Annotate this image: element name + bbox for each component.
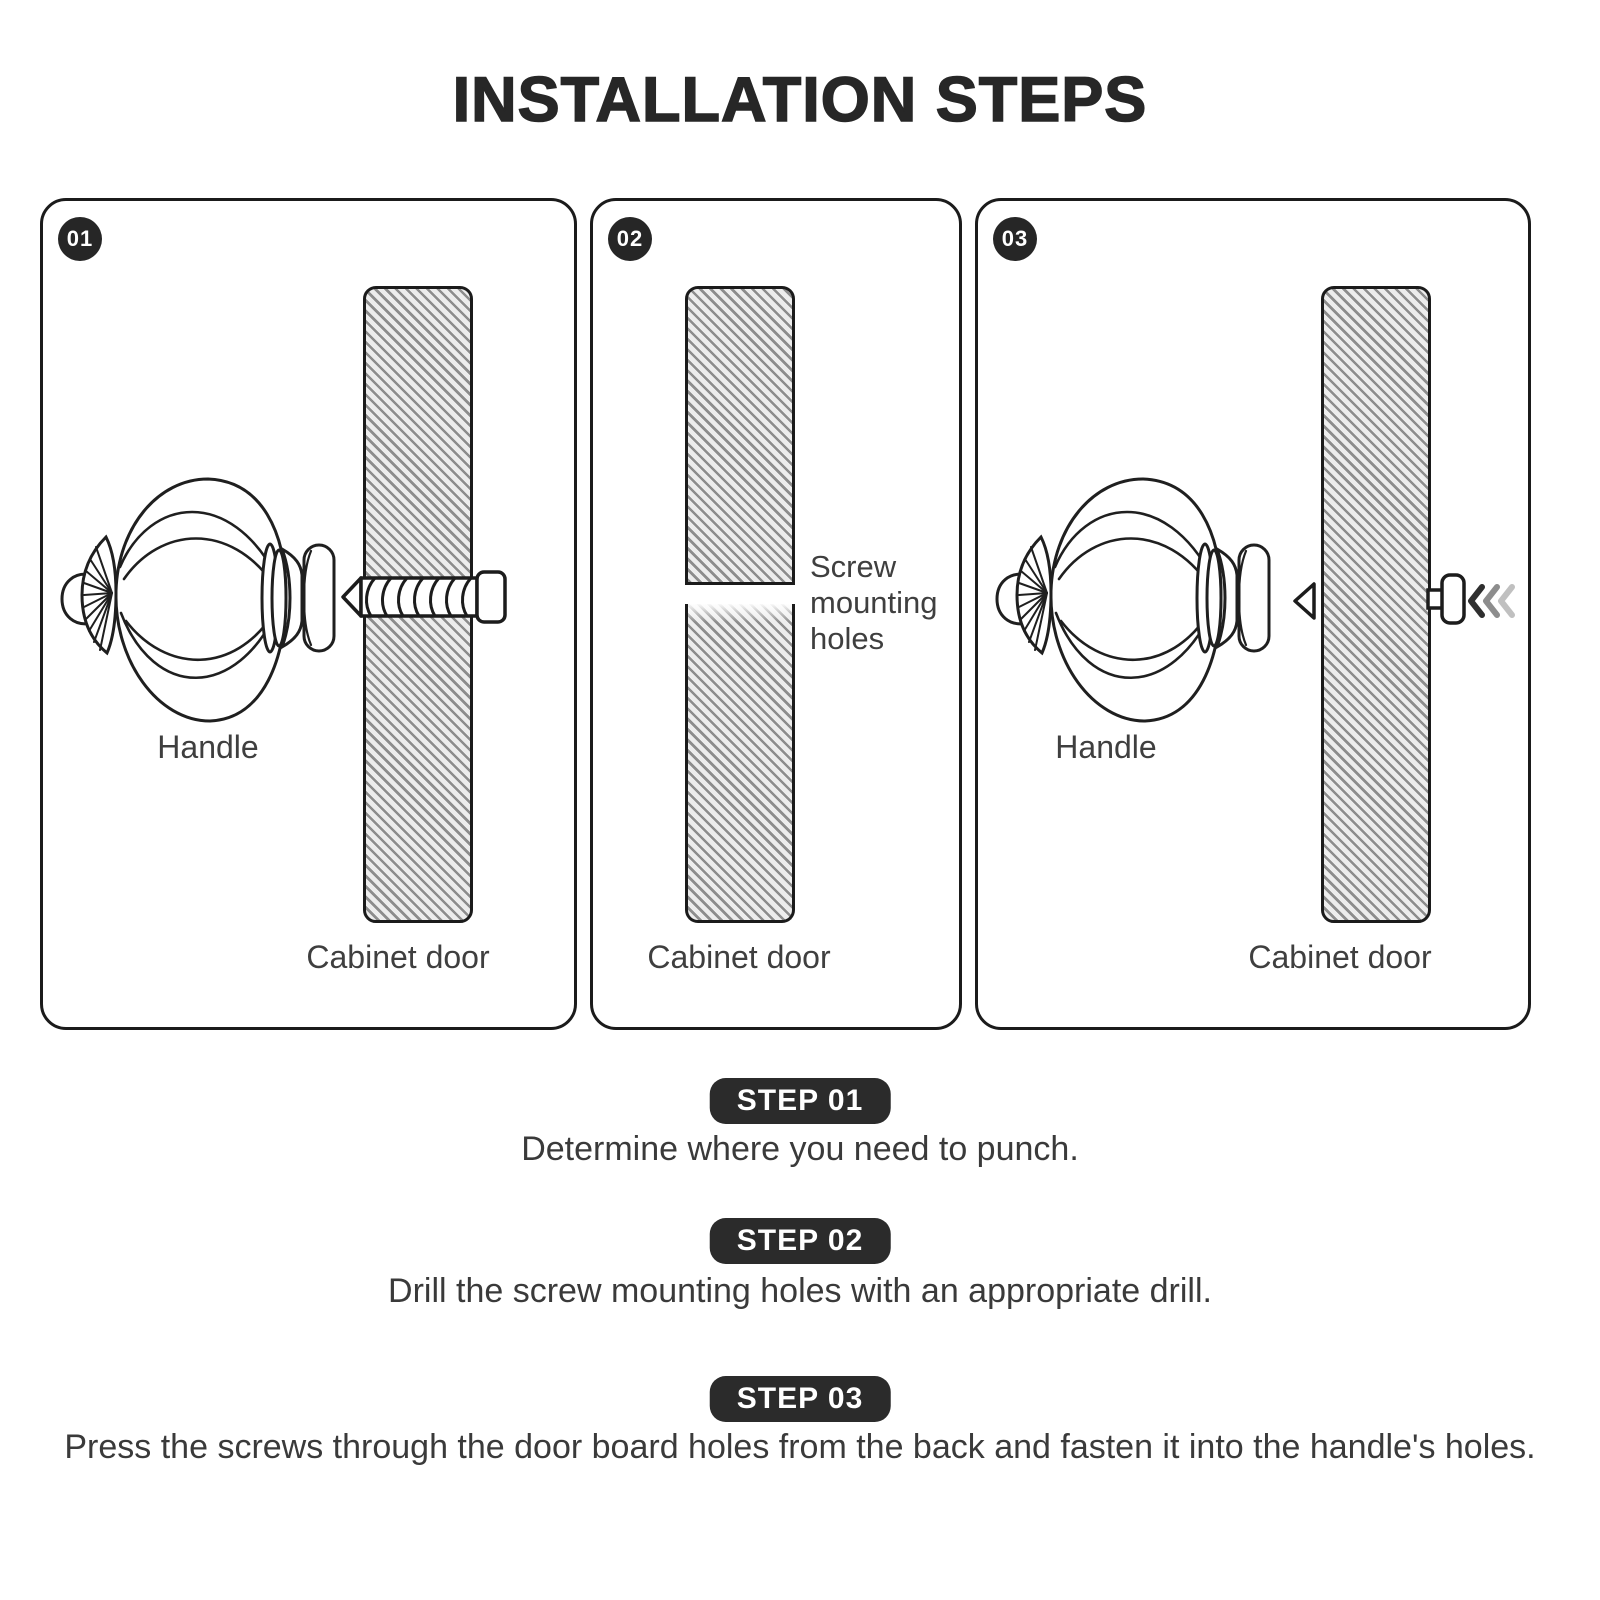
step-01-badge: STEP 01	[709, 1078, 891, 1124]
screw-head-illustration	[1426, 573, 1466, 625]
handle-knob-illustration	[60, 477, 336, 723]
panel-step-01: 01	[40, 198, 577, 1030]
panel-number-badge: 03	[993, 217, 1037, 261]
panel-number-badge: 02	[608, 217, 652, 261]
fan-pleats	[1018, 546, 1048, 651]
handle-label: Handle	[1055, 729, 1157, 765]
handle-knob-illustration	[995, 477, 1271, 723]
step-03-badge: STEP 03	[709, 1376, 891, 1422]
cabinet-door-upper-illustration	[685, 286, 795, 585]
step-01-description: Determine where you need to punch.	[521, 1130, 1079, 1168]
screw-threads	[365, 576, 473, 617]
step-02-description: Drill the screw mounting holes with an a…	[388, 1272, 1212, 1310]
panel-number-badge: 01	[58, 217, 102, 261]
cabinet-door-label: Cabinet door	[1248, 939, 1432, 975]
push-direction-chevrons-icon	[1468, 584, 1515, 618]
screw-tip-illustration	[1293, 582, 1316, 620]
panel-step-03: 03	[975, 198, 1531, 1030]
screw-tip	[341, 576, 363, 618]
screw-head	[475, 570, 507, 624]
cabinet-door-label: Cabinet door	[647, 939, 831, 975]
handle-label: Handle	[157, 729, 259, 765]
cabinet-door-lower-illustration	[685, 604, 795, 923]
page-title: INSTALLATION STEPS	[452, 64, 1148, 136]
step-02-badge: STEP 02	[709, 1218, 891, 1264]
panel-step-02: 02 Screw mounting holes Cabinet door	[590, 198, 962, 1030]
step-03-description: Press the screws through the door board …	[64, 1428, 1536, 1466]
cabinet-door-illustration	[1321, 286, 1431, 923]
cabinet-door-label: Cabinet door	[306, 939, 490, 975]
screw-mounting-holes-label: Screw mounting holes	[810, 549, 938, 656]
fan-pleats	[83, 546, 113, 651]
screw-illustration	[341, 570, 507, 624]
